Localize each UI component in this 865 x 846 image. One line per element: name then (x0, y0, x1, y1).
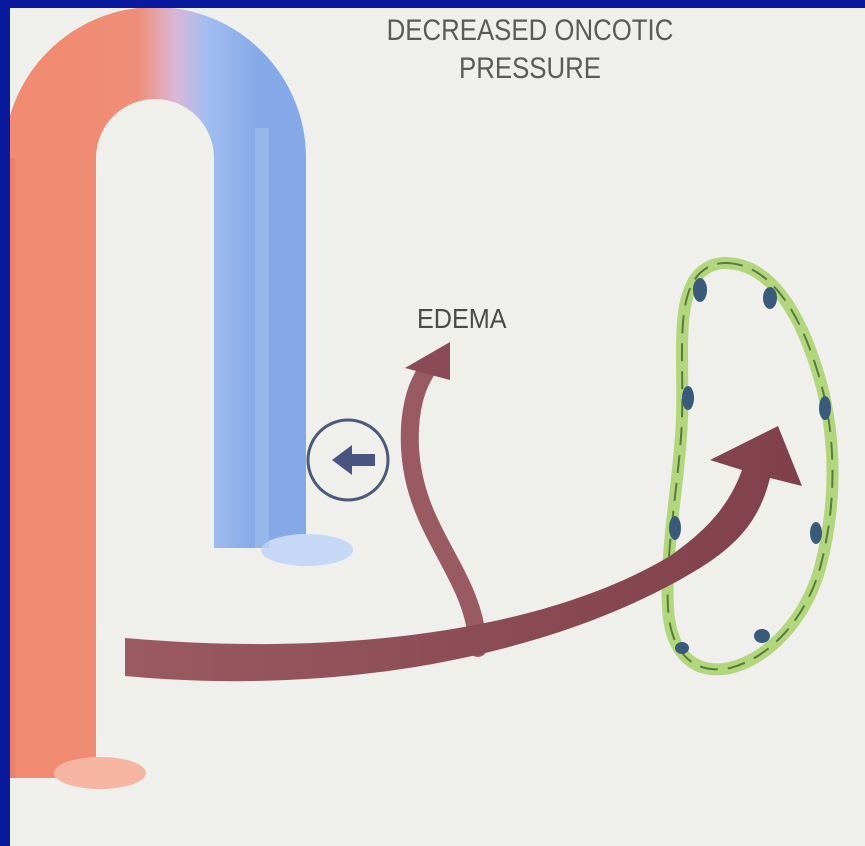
artery-end-icon (54, 757, 146, 789)
oncotic-pressure-indicator-icon (308, 420, 388, 500)
diagram-frame: DECREASED ONCOTIC PRESSURE EDEMA (10, 8, 865, 846)
vein-end-icon (261, 534, 353, 566)
edema-arrow-icon (405, 342, 478, 648)
capillary-diagram (10, 8, 865, 846)
title-line-1: DECREASED ONCOTIC (367, 14, 694, 48)
title-line-2: PRESSURE (367, 52, 694, 86)
edema-label: EDEMA (417, 303, 507, 335)
